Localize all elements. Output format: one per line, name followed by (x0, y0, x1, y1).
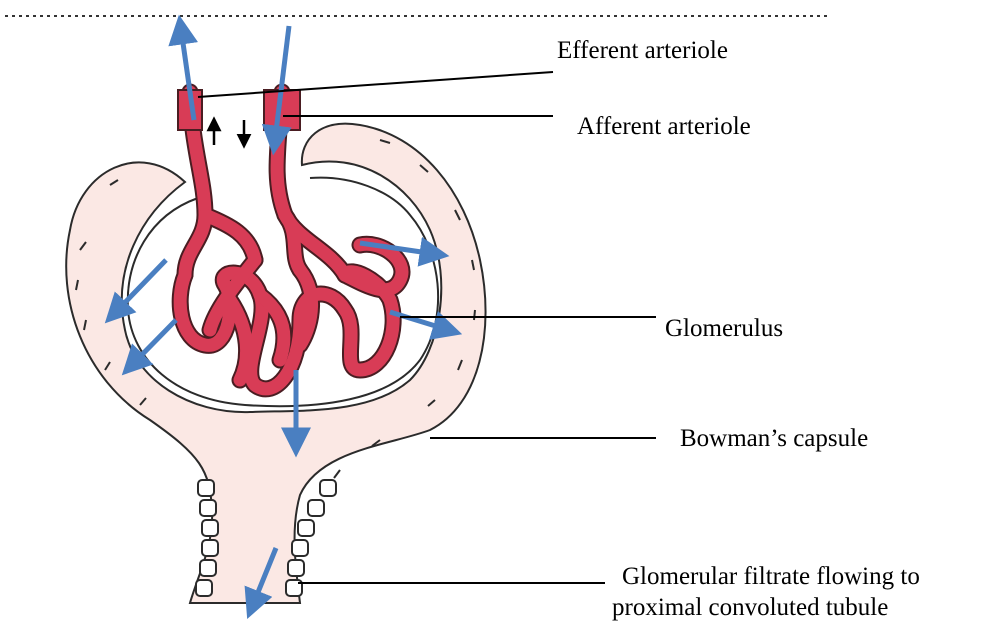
bowmans-capsule-label: Bowman’s capsule (680, 424, 868, 454)
afferent-arteriole-label: Afferent arteriole (577, 112, 751, 142)
glomerulus-label: Glomerulus (665, 314, 783, 344)
filtrate-arrow-left-lower (127, 320, 176, 370)
efferent-arteriole-label: Efferent arteriole (557, 36, 728, 66)
up-down-arrow-icon (214, 120, 244, 145)
efferent-leader (198, 72, 553, 97)
filtrate-label-line1: Glomerular filtrate flowing to (622, 562, 920, 592)
filtrate-label-line2: proximal convoluted tubule (612, 593, 888, 623)
